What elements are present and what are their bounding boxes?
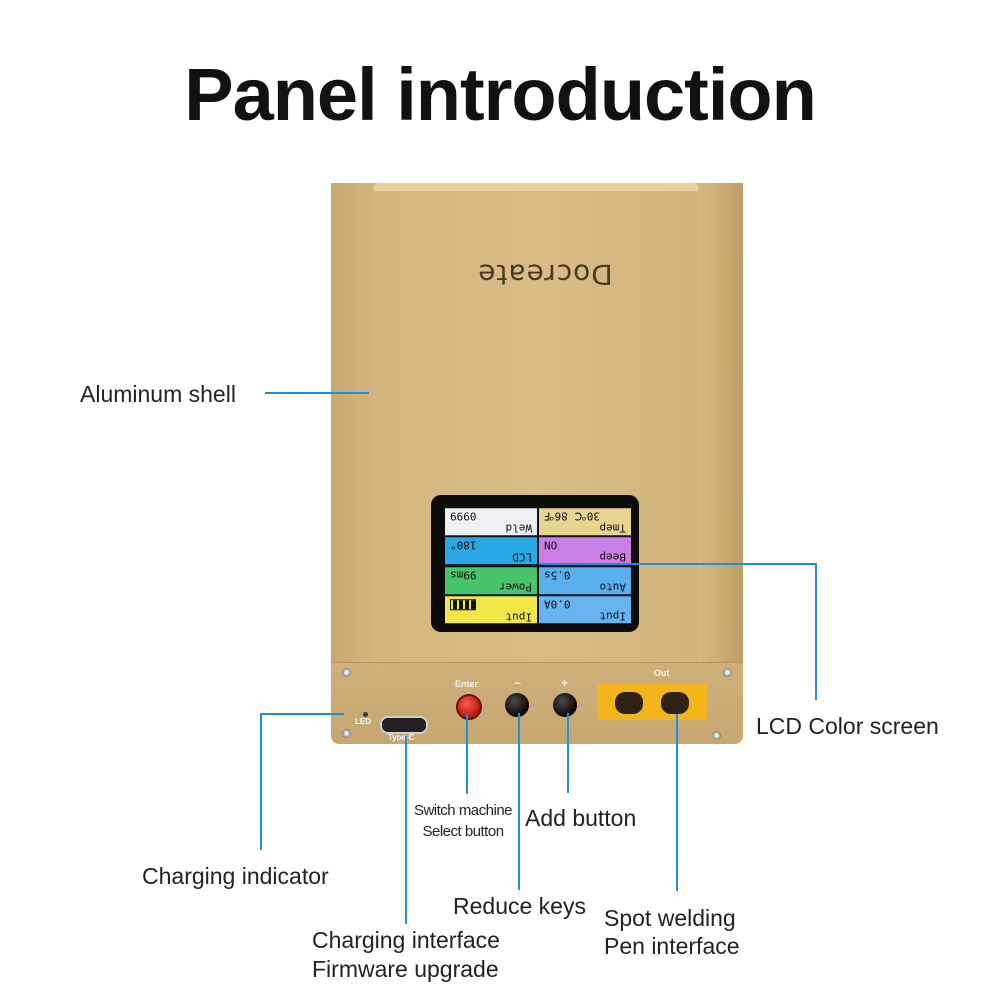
page-title: Panel introduction <box>184 53 817 136</box>
callout-line-lcd <box>540 563 817 565</box>
callout-line-shell <box>265 392 369 394</box>
label-spot-line1: Spot welding <box>604 905 736 931</box>
label-charging-line1: Charging interface <box>312 927 500 953</box>
enter-button[interactable] <box>456 694 482 720</box>
callout-line-lcd-v <box>815 563 817 700</box>
type-c-port[interactable] <box>380 716 428 734</box>
screw-icon <box>342 729 351 738</box>
battery-icon <box>450 599 476 611</box>
add-button[interactable] <box>553 693 577 717</box>
reduce-button[interactable] <box>505 693 529 717</box>
label-lcd-color-screen: LCD Color screen <box>756 713 939 739</box>
lcd-cell-input-battery: Iput <box>445 595 537 623</box>
callout-line-led-v <box>260 713 262 850</box>
label-add-button: Add button <box>525 805 637 831</box>
shell-edge-left <box>331 183 374 663</box>
shell-edge-right <box>698 183 743 663</box>
minus-label: − <box>514 676 522 690</box>
callout-line-reduce <box>518 713 520 890</box>
label-switch-machine: Switch machine Select button <box>408 800 518 842</box>
label-aluminum-shell: Aluminum shell <box>80 381 236 407</box>
label-spot-welding: Spot welding Pen interface <box>604 904 740 960</box>
label-reduce-keys: Reduce keys <box>453 893 586 919</box>
callout-line-add <box>567 713 569 793</box>
screw-icon <box>723 668 732 677</box>
callout-line-pen <box>676 714 678 891</box>
connector-socket <box>615 692 643 714</box>
type-c-label: Type-C <box>388 733 415 742</box>
enter-label: Enter <box>455 679 479 689</box>
label-charging-line2: Firmware upgrade <box>312 956 499 982</box>
label-charging-interface: Charging interface Firmware upgrade <box>312 926 500 984</box>
screw-icon <box>342 668 351 677</box>
callout-line-enter <box>466 714 468 794</box>
led-label: LED <box>355 717 371 726</box>
out-label: Out <box>654 668 670 678</box>
plus-label: + <box>561 676 569 690</box>
spot-welding-pen-connector[interactable] <box>597 684 707 720</box>
led-indicator <box>363 712 368 717</box>
shell-top-edge <box>374 183 698 191</box>
label-switch-line1: Switch machine <box>413 802 513 819</box>
screw-icon <box>712 731 721 740</box>
aluminum-shell <box>331 183 743 743</box>
label-charging-indicator: Charging indicator <box>142 863 329 889</box>
label-switch-line2: Select button <box>422 823 504 840</box>
callout-line-typec <box>405 736 407 924</box>
connector-socket <box>661 692 689 714</box>
brand-logo: Docreate <box>477 258 613 291</box>
label-spot-line2: Pen interface <box>604 933 740 959</box>
callout-line-led <box>260 713 344 715</box>
